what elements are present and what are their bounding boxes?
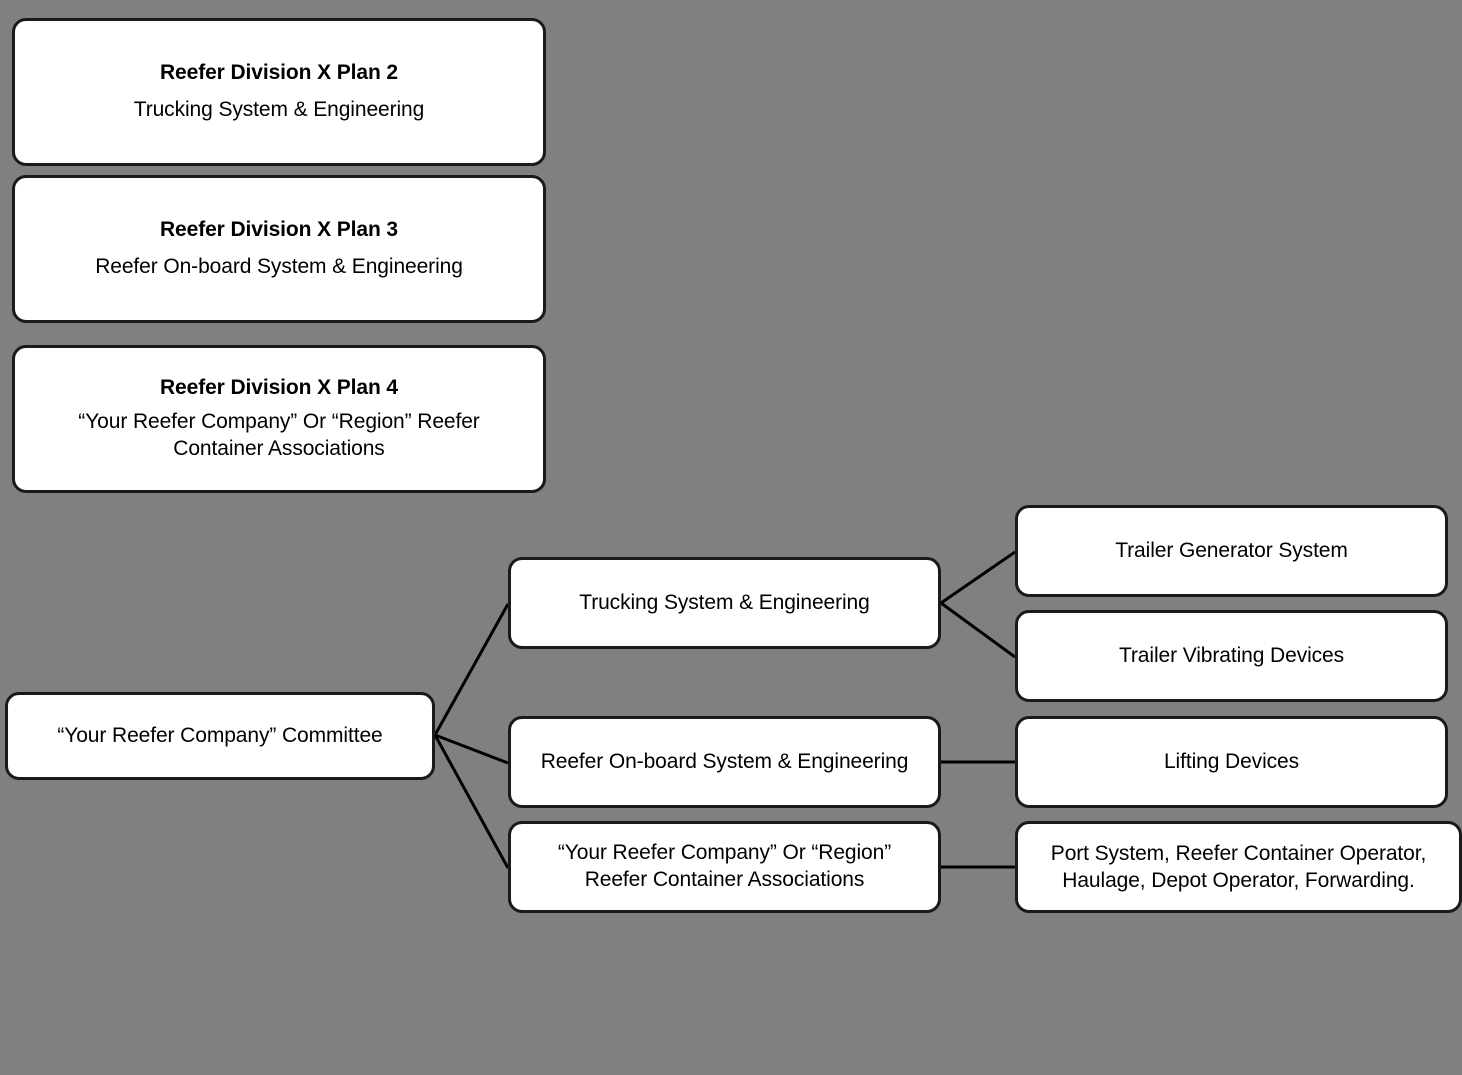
reefer-container-associations-label: “Your Reefer Company” Or “Region” Reefer… xyxy=(557,841,892,891)
node-reefer-onboard-system[interactable]: Reefer On-board System & Engineering xyxy=(508,716,941,808)
edge-committee-to-associations xyxy=(433,734,510,869)
plan-3-body: Reefer On-board System & Engineering xyxy=(95,254,463,278)
edge-committee-to-onboard xyxy=(434,733,509,765)
plan-2-body: Trucking System & Engineering xyxy=(133,97,425,121)
edge-committee-to-trucking xyxy=(433,603,510,736)
trailer-vibrating-devices-label: Trailer Vibrating Devices xyxy=(1118,643,1345,667)
node-trailer-vibrating-devices[interactable]: Trailer Vibrating Devices xyxy=(1015,610,1448,702)
reefer-onboard-system-label: Reefer On-board System & Engineering xyxy=(540,749,909,773)
node-plan-3[interactable]: Reefer Division X Plan 3 Reefer On-board… xyxy=(12,175,546,323)
lifting-devices-label: Lifting Devices xyxy=(1163,749,1300,773)
trucking-system-label: Trucking System & Engineering xyxy=(579,590,870,614)
plan-4-body: “Your Reefer Company” Or “Region” Reefer… xyxy=(78,410,480,461)
trailer-generator-system-label: Trailer Generator System xyxy=(1115,538,1348,562)
node-port-system-operators[interactable]: Port System, Reefer Container Operator, … xyxy=(1015,821,1462,913)
node-trailer-generator-system[interactable]: Trailer Generator System xyxy=(1015,505,1448,597)
committee-label: “Your Reefer Company” Committee xyxy=(57,723,383,747)
node-plan-4[interactable]: Reefer Division X Plan 4 “Your Reefer Co… xyxy=(12,345,546,493)
node-plan-2[interactable]: Reefer Division X Plan 2 Trucking System… xyxy=(12,18,546,166)
node-lifting-devices[interactable]: Lifting Devices xyxy=(1015,716,1448,808)
node-trucking-system[interactable]: Trucking System & Engineering xyxy=(508,557,941,649)
node-reefer-container-associations[interactable]: “Your Reefer Company” Or “Region” Reefer… xyxy=(508,821,941,913)
edge-trucking-to-vibrating xyxy=(940,601,1016,659)
node-committee[interactable]: “Your Reefer Company” Committee xyxy=(5,692,435,780)
edge-trucking-to-generator xyxy=(940,550,1016,605)
plan-2-title: Reefer Division X Plan 2 xyxy=(159,61,399,85)
port-system-operators-label: Port System, Reefer Container Operator, … xyxy=(1050,841,1427,892)
plan-4-title: Reefer Division X Plan 4 xyxy=(159,376,399,399)
plan-3-title: Reefer Division X Plan 3 xyxy=(159,218,399,242)
